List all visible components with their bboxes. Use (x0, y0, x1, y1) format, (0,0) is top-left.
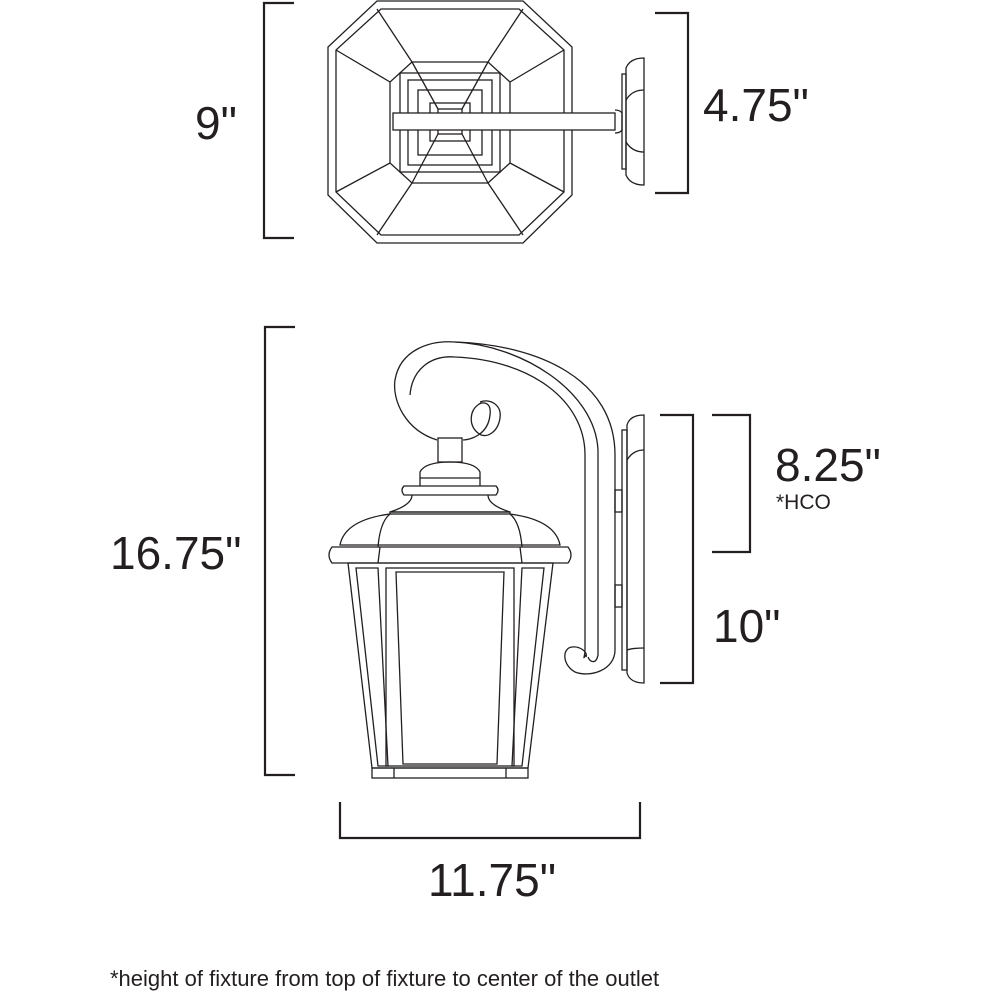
dimension-bracket-9in (262, 1, 294, 240)
overall-width-label: 11.75" (428, 854, 557, 906)
top-depth-label: 4.75" (703, 79, 809, 131)
top-width-label: 9" (195, 97, 237, 149)
hco-note: *HCO (776, 491, 831, 514)
overall-height-label: 16.75" (110, 527, 242, 579)
top-view-fixture (327, 0, 645, 244)
hco-height-label: 8.25" (775, 439, 881, 491)
dimension-bracket-8-25in (712, 413, 752, 554)
dimension-bracket-4-75in (655, 11, 690, 195)
dimension-bracket-10in (660, 413, 695, 685)
side-view-fixture (328, 341, 645, 779)
backplate-height-label: 10" (713, 600, 781, 652)
footnote: *height of fixture from top of fixture t… (110, 966, 660, 991)
dimension-bracket-11-75in (338, 802, 642, 840)
dimension-bracket-16-75in (263, 325, 295, 777)
